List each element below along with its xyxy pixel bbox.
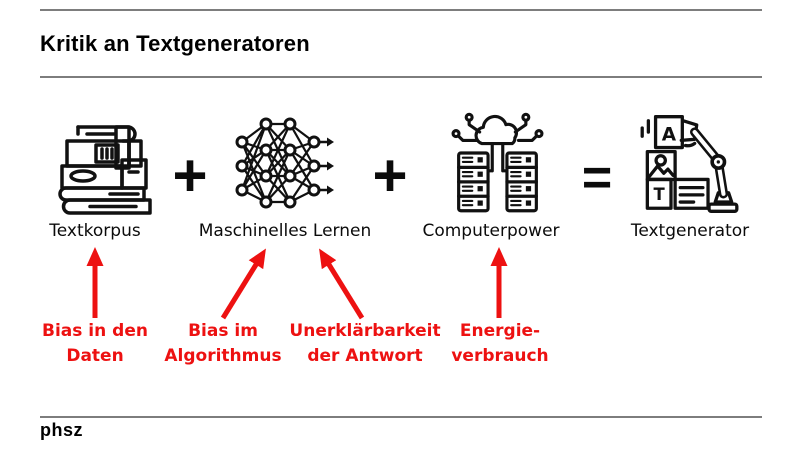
criticism-line: Bias in den bbox=[42, 321, 148, 341]
criticism-line: Energie- bbox=[459, 321, 541, 341]
title-rule bbox=[40, 76, 762, 78]
page-title: Kritik an Textgeneratoren bbox=[40, 30, 310, 56]
footer-rule bbox=[40, 416, 762, 418]
arrow-bias-algorithmus bbox=[220, 248, 266, 320]
item-label-computerpower: Computerpower bbox=[422, 221, 560, 241]
arrow-unerklaerbarkeit bbox=[319, 248, 365, 320]
equals-operator: = bbox=[581, 149, 613, 207]
plus-operator: + bbox=[172, 142, 208, 209]
robot-arm-icon: A T bbox=[635, 112, 743, 216]
server-cloud-icon bbox=[445, 110, 550, 217]
neural-network-icon bbox=[235, 114, 335, 214]
criticism-unerklaerbarkeit: Unerklärbarkeit der Antwort bbox=[285, 319, 445, 369]
criticism-line: Unerklärbarkeit bbox=[289, 321, 441, 341]
criticism-bias-daten: Bias in den Daten bbox=[25, 319, 165, 369]
criticism-line: der Antwort bbox=[307, 346, 423, 366]
item-label-maschinelles-lernen: Maschinelles Lernen bbox=[198, 221, 372, 241]
criticism-line: Daten bbox=[66, 346, 124, 366]
item-label-textgenerator: Textgenerator bbox=[630, 221, 750, 241]
books-stack-icon bbox=[52, 112, 162, 216]
plus-operator: + bbox=[372, 142, 408, 209]
criticism-line: verbrauch bbox=[451, 346, 549, 366]
criticism-line: Bias im bbox=[188, 321, 258, 341]
criticism-energieverbrauch: Energie- verbrauch bbox=[430, 319, 570, 369]
criticism-line: Algorithmus bbox=[164, 346, 282, 366]
item-label-textkorpus: Textkorpus bbox=[49, 221, 141, 241]
block-letter-t: T bbox=[654, 185, 666, 204]
phsz-logo: phsz bbox=[40, 420, 84, 440]
card-letter-a: A bbox=[662, 124, 677, 145]
criticism-bias-algorithmus: Bias im Algorithmus bbox=[153, 319, 293, 369]
top-rule bbox=[40, 9, 762, 11]
